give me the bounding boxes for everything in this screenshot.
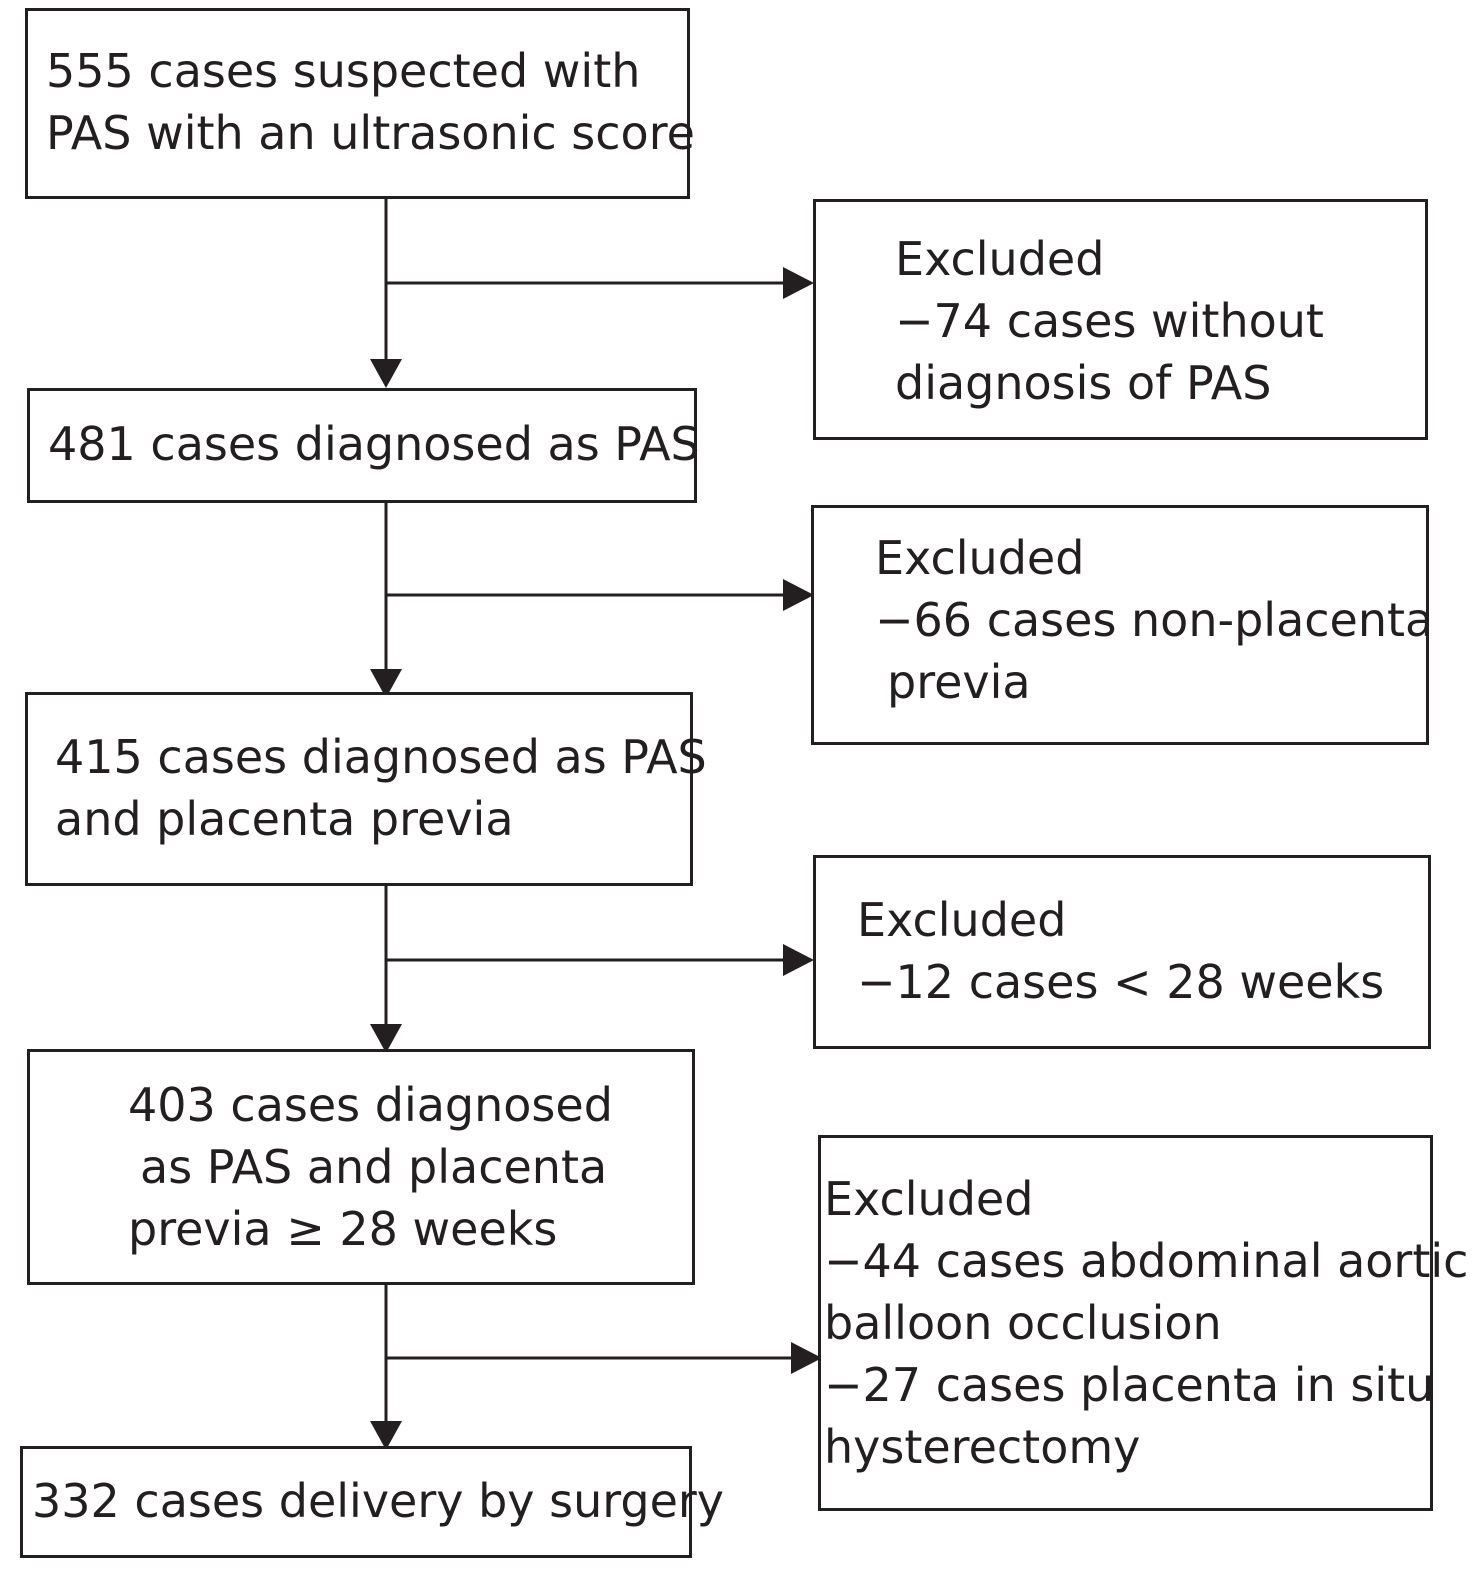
exclusion-text-line: hysterectomy [824,1420,1141,1474]
arrowhead-down-1 [370,359,402,388]
exclusion-text-line: −66 cases non-placenta [875,593,1434,647]
exclusion-text-line: −12 cases < 28 weeks [857,955,1385,1009]
flow-text-line: 481 cases diagnosed as PAS [48,417,700,471]
exclusion-box-non-previa-text: Excluded −66 cases non-placenta previa [875,527,1433,713]
arrowhead-right-3 [783,944,814,976]
flow-box-pas-previa-28w-text: 403 cases diagnosed as PAS and placenta … [128,1074,613,1260]
exclusion-text-line: diagnosis of PAS [895,356,1272,410]
flow-box-surgery-text: 332 cases delivery by surgery [32,1470,724,1532]
flow-text-line: as PAS and placenta [140,1140,608,1194]
flow-box-initial-cases-text: 555 cases suspected with PAS with an ult… [46,40,695,164]
flow-box-diagnosed-pas [27,388,697,503]
exclusion-box-balloon-hysterectomy [818,1135,1433,1511]
exclusion-text-line: −44 cases abdominal aortic [824,1234,1469,1288]
exclusion-text-line: previa [887,655,1031,709]
exclusion-text-line: −27 cases placenta in situ [824,1358,1435,1412]
exclusion-box-balloon-hysterectomy-text: Excluded −44 cases abdominal aortic ball… [824,1168,1468,1478]
flow-text-line: PAS with an ultrasonic score [46,106,695,160]
flow-text-line: previa ≥ 28 weeks [128,1202,558,1256]
exclusion-box-non-previa [811,505,1429,745]
exclusion-text-line: Excluded [824,1172,1034,1226]
flow-box-pas-previa-28w [27,1049,695,1285]
flow-text-line: 555 cases suspected with [46,44,641,98]
flow-box-pas-previa [25,692,693,886]
exclusion-box-no-pas [813,199,1428,440]
exclusion-box-no-pas-text: Excluded −74 cases without diagnosis of … [895,228,1324,414]
arrowhead-right-2 [783,579,814,611]
exclusion-text-line: balloon occlusion [824,1296,1222,1350]
flow-box-initial-cases [25,8,690,199]
exclusion-box-under-28w [813,855,1431,1049]
flow-box-diagnosed-pas-text: 481 cases diagnosed as PAS [48,413,700,475]
flow-text-line: and placenta previa [55,792,514,846]
flow-box-pas-previa-text: 415 cases diagnosed as PAS and placenta … [55,726,707,850]
exclusion-text-line: Excluded [895,232,1105,286]
arrowhead-right-1 [783,267,814,299]
exclusion-text-line: −74 cases without [895,294,1324,348]
exclusion-box-under-28w-text: Excluded −12 cases < 28 weeks [857,889,1384,1013]
flow-text-line: 403 cases diagnosed [128,1078,613,1132]
flow-text-line: 415 cases diagnosed as PAS [55,730,707,784]
flow-text-line: 332 cases delivery by surgery [32,1474,724,1528]
exclusion-text-line: Excluded [857,893,1067,947]
exclusion-text-line: Excluded [875,531,1085,585]
flow-box-surgery [20,1446,692,1558]
